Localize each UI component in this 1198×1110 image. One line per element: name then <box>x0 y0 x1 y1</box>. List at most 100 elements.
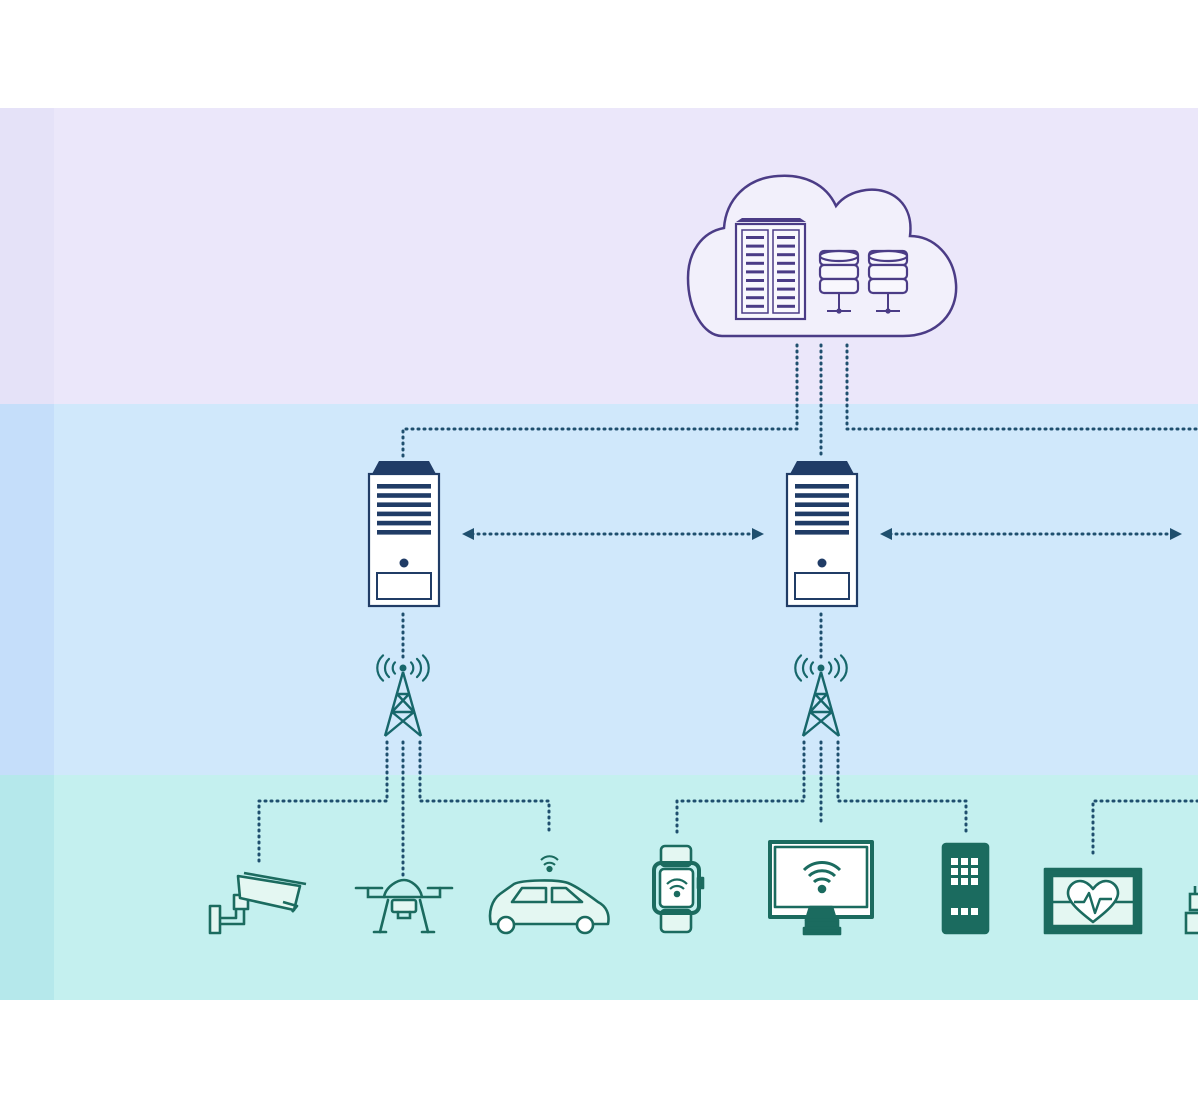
signal-wave <box>801 657 809 679</box>
signal-wave <box>409 661 415 675</box>
tower-lattice <box>383 671 423 737</box>
drone-icon <box>354 878 454 934</box>
wifi-monitor-icon <box>768 840 874 936</box>
app-tile <box>971 878 978 885</box>
database-node <box>885 308 891 314</box>
database-disk <box>867 277 909 295</box>
link-cloud-to-edge-left <box>401 343 799 458</box>
device-icon <box>1184 886 1198 935</box>
cloud-layer-strip <box>0 108 54 404</box>
cloud-icon <box>686 174 958 338</box>
app-tile <box>971 858 978 865</box>
tower-antenna <box>817 664 825 672</box>
server-top <box>372 461 436 474</box>
rack-slot <box>777 304 795 308</box>
server-drive-bay <box>794 572 850 600</box>
server-vent <box>795 530 849 535</box>
heart-monitor-icon <box>1043 867 1143 935</box>
tower-lattice <box>801 671 841 737</box>
tower-antenna <box>399 664 407 672</box>
app-tile <box>971 868 978 875</box>
server-vent <box>795 520 849 526</box>
database-node <box>836 308 842 314</box>
database-disk <box>818 263 860 281</box>
server-vent <box>377 520 431 526</box>
database-disk <box>867 263 909 281</box>
signal-wave <box>839 654 848 682</box>
rack-slot <box>746 287 764 291</box>
rack-slot <box>777 287 795 291</box>
rack-slot <box>746 253 764 257</box>
dock-tile <box>951 908 958 915</box>
rack-slot <box>746 304 764 308</box>
rack-slot <box>777 244 795 248</box>
rack-slot <box>777 296 795 300</box>
app-tile <box>951 858 958 865</box>
device-layer-strip <box>0 775 54 1000</box>
rack-slot <box>777 261 795 265</box>
database-top <box>867 249 909 263</box>
dock-tile <box>971 908 978 915</box>
arrowhead-left-2 <box>880 528 892 540</box>
connection-lines <box>257 343 1198 877</box>
server-vent <box>377 511 431 517</box>
cloud-layer-band <box>0 108 1198 404</box>
app-tile <box>961 868 968 875</box>
edge-server-icon <box>785 461 859 608</box>
link-tower-to-camera <box>257 740 389 868</box>
database-top <box>818 249 860 263</box>
device-layer-band <box>0 775 1198 1000</box>
arrowhead-right <box>752 528 764 540</box>
database-disk <box>818 277 860 295</box>
signal-wave <box>415 657 423 679</box>
rack-slot <box>746 261 764 265</box>
security-camera-icon <box>208 871 307 935</box>
cell-tower-icon <box>794 654 848 737</box>
app-tile <box>951 868 958 875</box>
server-vent <box>795 502 849 507</box>
arrowheads <box>462 528 1182 540</box>
rack-slot <box>746 244 764 248</box>
link-tower-to-watch <box>675 740 806 836</box>
server-vent <box>795 511 849 517</box>
rack-slot <box>746 296 764 300</box>
signal-wave <box>376 654 385 682</box>
signal-wave <box>809 661 815 675</box>
rack-slot <box>746 279 764 282</box>
rack-slot <box>777 270 795 274</box>
rack-slot <box>746 236 764 239</box>
server-vent <box>377 493 431 498</box>
signal-wave <box>833 657 841 679</box>
arrowhead-left <box>462 528 474 540</box>
server-vent <box>795 484 849 489</box>
arrowhead-right-2 <box>1170 528 1182 540</box>
server-rack-icon <box>734 218 807 321</box>
edge-server-icon <box>367 461 441 608</box>
edge-layer-band <box>0 404 1198 775</box>
link-tower-to-phone <box>836 740 968 836</box>
app-tile <box>961 878 968 885</box>
server-power-light <box>817 558 827 568</box>
app-tile <box>961 858 968 865</box>
smartwatch-icon <box>652 844 705 934</box>
server-vent <box>377 484 431 489</box>
connected-car-icon <box>488 855 610 935</box>
database-icon <box>818 249 860 314</box>
cell-tower-icon <box>376 654 430 737</box>
edge-layer-strip <box>0 404 54 775</box>
server-vent <box>795 493 849 498</box>
signal-wave <box>827 661 833 675</box>
server-top <box>790 461 854 474</box>
rack-slot <box>777 253 795 257</box>
dock-tile <box>961 908 968 915</box>
app-tile <box>951 878 958 885</box>
rack-slot <box>777 279 795 282</box>
signal-wave <box>391 661 397 675</box>
server-vent <box>377 530 431 535</box>
server-power-light <box>399 558 409 568</box>
signal-wave <box>794 654 803 682</box>
rack-slot <box>777 236 795 239</box>
database-icon <box>867 249 909 314</box>
